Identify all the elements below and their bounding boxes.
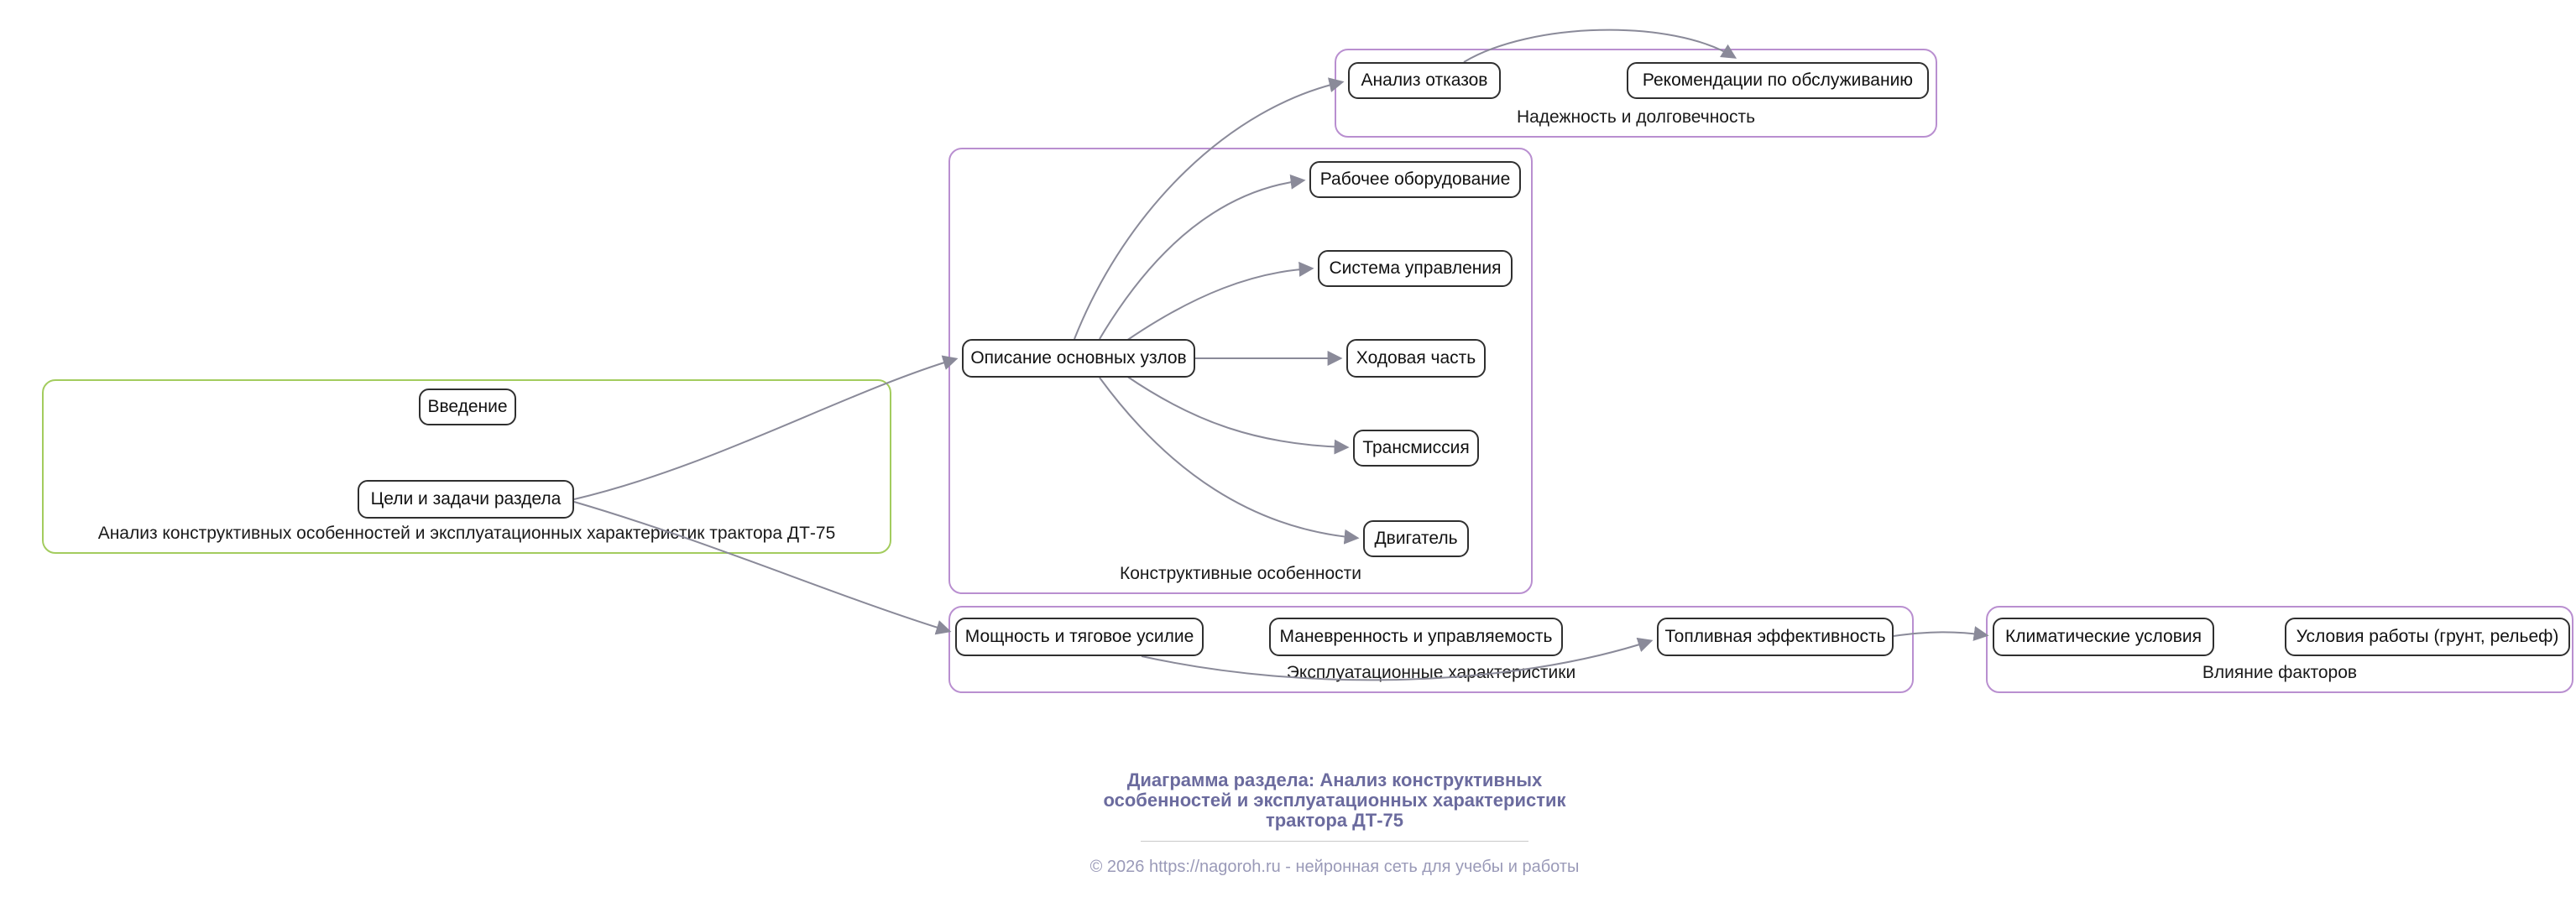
footer-title-line-2: особенностей и эксплуатационных характер…	[1103, 790, 1566, 811]
footer-divider	[1141, 841, 1528, 842]
node-sistema: Система управления	[1318, 250, 1513, 287]
edge-opisanie-to-transmissiya	[1126, 375, 1350, 455]
cluster-intro-label: Анализ конструктивных особенностей и экс…	[97, 524, 836, 543]
edge-opisanie-to-sistema	[1126, 261, 1314, 342]
node-rabochee: Рабочее оборудование	[1309, 161, 1521, 198]
node-manevrennost: Маневренность и управляемость	[1269, 618, 1563, 656]
node-analiz: Анализ отказов	[1348, 62, 1501, 99]
edge-celi-to-moshchnost	[573, 501, 952, 635]
cluster-intro: Анализ конструктивных особенностей и экс…	[42, 379, 891, 554]
node-opisanie: Описание основных узлов	[962, 339, 1195, 378]
cluster-factors-label: Влияние факторов	[2202, 663, 2358, 682]
node-vvedenie: Введение	[419, 389, 516, 425]
cluster-exploitation: Эксплуатационные характеристики	[948, 606, 1914, 693]
node-transmissiya: Трансмиссия	[1353, 430, 1479, 467]
edge-analiz-to-rekomendacii	[1463, 29, 1737, 63]
footer-title-line-3: трактора ДТ-75	[1265, 810, 1404, 831]
node-hodovaya: Ходовая часть	[1346, 339, 1486, 378]
node-klimat: Климатические условия	[1993, 618, 2214, 656]
cluster-reliability: Надежность и долговечность	[1335, 49, 1937, 138]
footer-title-line-1: Диаграмма раздела: Анализ конструктивных	[1126, 769, 1543, 790]
cluster-factors: Влияние факторов	[1986, 606, 2573, 693]
node-celi: Цели и задачи раздела	[358, 480, 574, 519]
edge-moshchnost-to-toplivnaya	[1141, 637, 1654, 681]
node-dvigatel: Двигатель	[1363, 520, 1469, 557]
edge-toplivnaya-to-klimat	[1893, 626, 1989, 641]
cluster-design-label: Конструктивные особенности	[1120, 564, 1361, 583]
cluster-reliability-label: Надежность и долговечность	[1516, 107, 1756, 127]
node-rekomendacii: Рекомендации по обслуживанию	[1627, 62, 1929, 99]
cluster-design: Конструктивные особенности	[948, 148, 1533, 594]
footer-copyright: © 2026 https://nagoroh.ru - нейронная се…	[1089, 858, 1580, 876]
node-usloviya: Условия работы (грунт, рельеф)	[2285, 618, 2570, 656]
edge-opisanie-to-dvigatel	[1099, 377, 1360, 545]
edge-opisanie-to-rabochee	[1099, 174, 1306, 340]
edge-opisanie-to-analiz	[1074, 77, 1345, 340]
edge-celi-to-opisanie	[573, 355, 959, 500]
node-toplivnaya: Топливная эффективность	[1657, 618, 1894, 656]
cluster-exploitation-label: Эксплуатационные характеристики	[1286, 663, 1576, 682]
footer: Диаграмма раздела: Анализ конструктивных…	[1032, 770, 1637, 877]
node-moshchnost: Мощность и тяговое усилие	[955, 618, 1204, 656]
